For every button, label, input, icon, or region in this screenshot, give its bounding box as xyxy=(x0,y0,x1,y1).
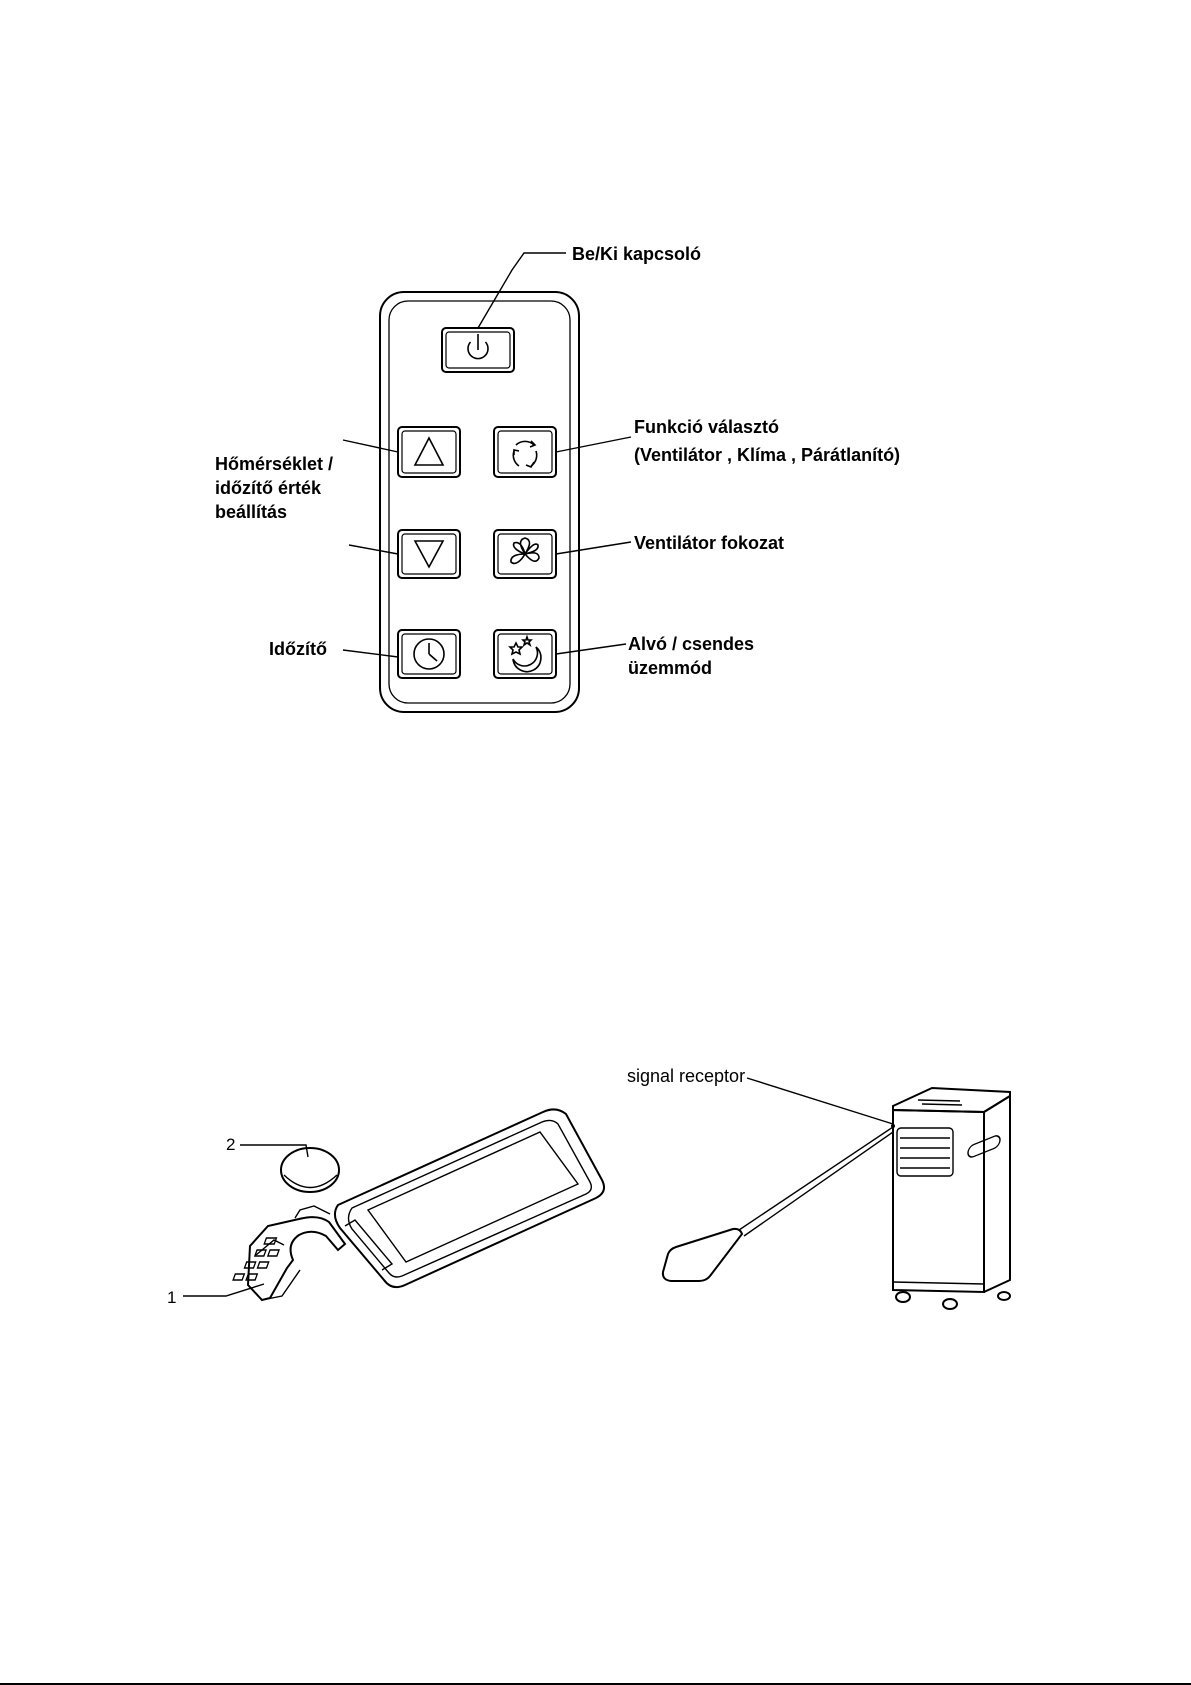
sleep-label-line1: Alvó / csendes xyxy=(628,634,754,654)
sleep-label-line2: üzemmód xyxy=(628,658,712,678)
small-remote-illustration xyxy=(233,1229,742,1281)
timer-button[interactable] xyxy=(398,630,460,678)
temp-label-line2: időzítő érték xyxy=(215,478,322,498)
mode-button[interactable] xyxy=(494,427,556,477)
function-label-line2: (Ventilátor , Klíma , Párátlanító) xyxy=(634,445,900,465)
temp-down-button[interactable] xyxy=(398,530,460,578)
temp-label-line1: Hőmérséklet / xyxy=(215,454,333,474)
signal-receptor-diagram: signal receptor xyxy=(233,1066,1010,1309)
battery-coin xyxy=(281,1148,339,1192)
fan-speed-label: Ventilátor fokozat xyxy=(634,533,784,553)
temp-up-button[interactable] xyxy=(398,427,460,477)
callout-2: 2 xyxy=(226,1135,235,1154)
power-label: Be/Ki kapcsoló xyxy=(572,244,701,264)
power-button[interactable] xyxy=(442,328,514,372)
callout-1: 1 xyxy=(167,1288,176,1307)
sleep-button[interactable] xyxy=(494,630,556,678)
battery-compartment-diagram: 2 1 xyxy=(167,1109,604,1307)
timer-label: Időzítő xyxy=(269,639,327,659)
signal-receptor-label: signal receptor xyxy=(627,1066,745,1086)
temp-label-line3: beállítás xyxy=(215,502,287,522)
fan-speed-button[interactable] xyxy=(494,530,556,578)
function-label-line1: Funkció választó xyxy=(634,417,779,437)
remote-control-diagram: Be/Ki kapcsoló Funkció választó (Ventilá… xyxy=(215,244,900,712)
remote-back-illustration xyxy=(335,1109,604,1287)
battery-holder-clip xyxy=(248,1206,345,1300)
air-conditioner-illustration xyxy=(891,1088,1010,1309)
